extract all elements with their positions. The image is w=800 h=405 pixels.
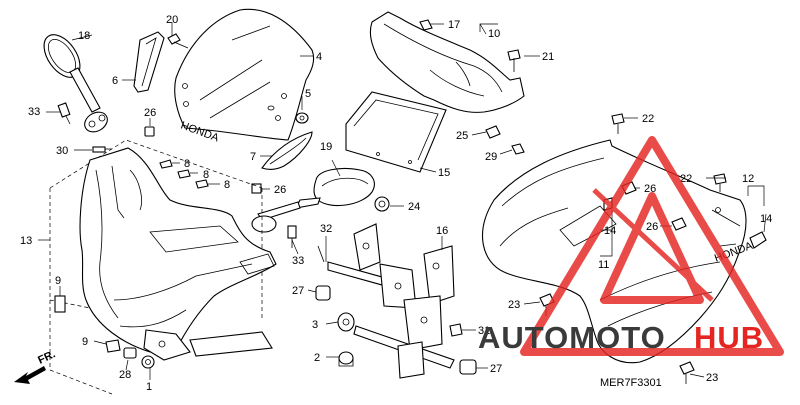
bolt-30 [92,146,112,153]
callout-18: 18 [78,30,90,42]
callout-27-low: 27 [490,363,502,375]
callout-29: 29 [485,151,497,163]
clip-25 [485,125,501,139]
callout-labels: 18 20 4 5 6 33 26 30 7 8 8 8 26 13 9 9 2… [20,14,772,393]
callout-9-lower: 9 [82,336,88,348]
callout-23-mid: 23 [508,299,520,311]
callout-12: 12 [742,173,754,185]
screw-21 [507,49,521,72]
screw-22-upper [611,113,625,134]
clip-17 [419,19,433,31]
clip-9-lower [105,339,121,353]
windscreen-4: HONDA [174,8,315,145]
callout-22-upper: 22 [642,113,654,125]
callout-24: 24 [408,201,420,213]
callout-8-a: 8 [184,158,190,170]
callout-3: 3 [312,319,318,331]
callout-28: 28 [119,369,131,381]
watermark-text-light: HUB [694,320,764,355]
nut-1 [141,355,155,369]
clip-26-mid [251,183,262,194]
watermark-text-dark: AUTOMOTO [478,320,666,355]
callout-26-upper: 26 [144,107,156,119]
clip-26-right-b [671,217,687,231]
bracket-plate-15 [345,91,447,173]
callout-11: 11 [598,259,609,271]
watermark-triangle [520,136,784,356]
callout-7: 7 [250,151,256,163]
callout-26-right-b: 26 [646,221,658,233]
group-frame-13 [49,139,263,395]
callout-10: 10 [488,28,500,40]
callout-14-right: 14 [760,213,772,225]
trim-strip-7 [261,131,313,170]
pad-14-right [749,231,767,249]
callout-32: 32 [320,223,332,235]
collar-2 [338,351,354,367]
callout-9-upper: 9 [55,275,61,287]
callout-20: 20 [166,14,178,26]
clips-8 [159,159,209,189]
bolt-31 [449,323,463,337]
callout-17: 17 [448,19,460,31]
callout-23-low: 23 [706,372,718,384]
callout-8-b: 8 [203,169,209,181]
callout-33-left: 33 [28,106,40,118]
bolt-33-left [57,102,71,125]
callout-30: 30 [56,145,68,157]
callout-4: 4 [316,51,322,63]
inner-panel-6 [133,31,165,93]
grommet-3 [337,312,355,332]
screw-22-right [713,173,727,192]
collar-24 [374,196,390,212]
callout-6: 6 [112,75,118,87]
grommet-27-mid [315,285,331,301]
bolt-28 [123,347,137,359]
grommet-5 [295,112,309,124]
callout-33-mid: 33 [292,255,304,267]
left-mirror [43,34,108,133]
leader-lines [38,22,767,380]
grommet-27-low [459,359,477,375]
stay-assembly-16 [317,223,455,379]
callout-1: 1 [146,381,152,393]
bolt-29 [511,143,525,155]
callout-19: 19 [320,141,332,153]
upper-cowl-13 [79,147,277,361]
callout-21: 21 [542,51,554,63]
screw-20 [167,33,189,49]
meter-panel-10 [369,11,525,113]
callout-22-right: 22 [680,173,692,185]
callout-8-c: 8 [224,179,230,191]
callout-5: 5 [305,88,311,100]
clip-26-upper [144,126,155,137]
bolt-33-mid [287,225,297,248]
front-direction-arrow: FR. [14,348,57,384]
diagram-code: MER7F3301 [600,377,662,389]
callout-15: 15 [438,167,450,179]
callout-31: 31 [478,325,490,337]
callout-14-inner: 14 [604,225,616,237]
right-mirror-19 [251,167,375,233]
screw-23-low [679,361,695,384]
callout-13: 13 [20,235,32,247]
callout-26-mid: 26 [274,184,286,196]
callout-26-right-a: 26 [644,183,656,195]
front-label: FR. [36,348,57,366]
callout-25: 25 [456,130,468,142]
watermark-logo [520,136,784,356]
clip-9-upper [54,295,66,313]
callout-27-mid: 27 [292,285,304,297]
callout-16: 16 [436,225,448,237]
callout-2: 2 [314,352,320,364]
